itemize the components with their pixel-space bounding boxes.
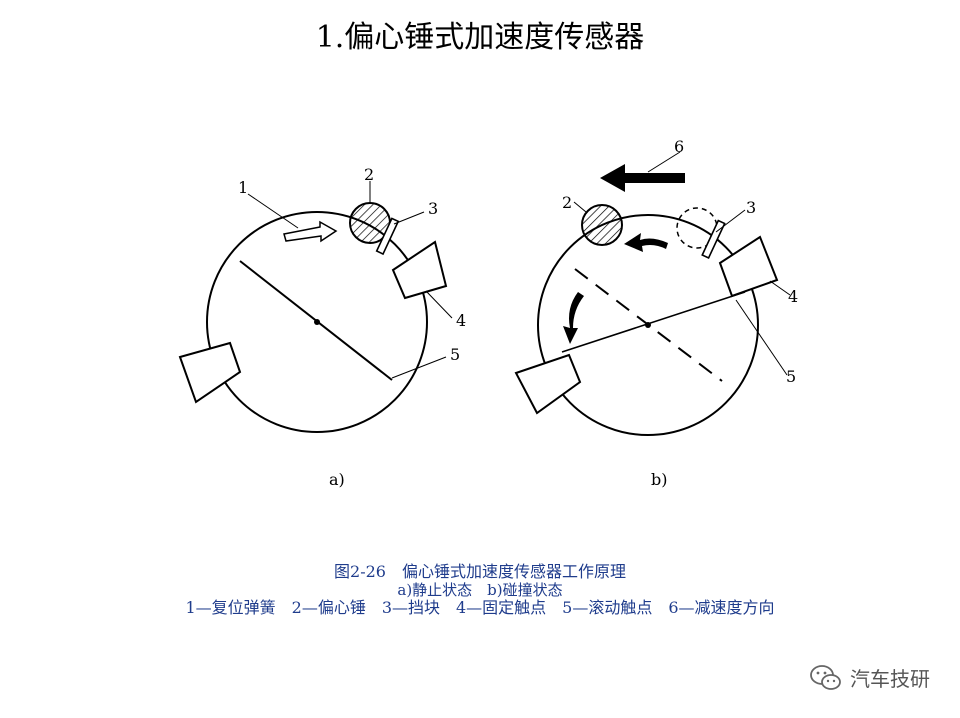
fixed-contact-lower-a <box>178 341 242 404</box>
center-pivot-b <box>645 322 651 328</box>
eccentric-hammer-b <box>581 204 623 246</box>
page-title: 1.偏心锤式加速度传感器 <box>315 20 645 55</box>
watermark: 汽车技研 <box>810 663 930 692</box>
label-b-5: 5 <box>786 367 796 386</box>
return-spring-arrow <box>283 220 338 243</box>
label-a-1: 1 <box>238 178 248 197</box>
fixed-contact-upper-a <box>391 240 448 300</box>
sensor-housing-b <box>537 214 759 436</box>
label-b-2: 2 <box>562 193 572 212</box>
stopper-b <box>701 219 726 259</box>
stopper-a <box>375 217 400 256</box>
fixed-contact-lower-b <box>514 353 582 415</box>
deceleration-arrow <box>600 164 685 192</box>
label-a-3: 3 <box>428 199 438 218</box>
center-pivot-a <box>314 319 320 325</box>
label-a-5: 5 <box>450 345 460 364</box>
label-a-4: 4 <box>456 311 466 330</box>
fixed-contact-upper-b <box>718 235 779 298</box>
diagram-b: 6 2 3 4 5 b) <box>514 137 798 489</box>
label-a-2: 2 <box>364 165 374 184</box>
rotation-arrow-left <box>563 292 584 344</box>
figure-caption-states: a)静止状态 b)碰撞状态 <box>397 581 563 599</box>
sublabel-a: a) <box>329 470 345 489</box>
sensor-housing-a <box>206 211 428 433</box>
label-b-6: 6 <box>674 137 684 156</box>
rolling-contact-b <box>561 291 746 353</box>
label-b-3: 3 <box>746 198 756 217</box>
figure-caption-title: 图2-26 偏心锤式加速度传感器工作原理 <box>334 562 626 581</box>
wechat-icon <box>810 664 841 690</box>
rotation-arrow-upper <box>624 233 668 252</box>
diagram-a: 1 2 3 4 5 a) <box>178 165 466 489</box>
watermark-text: 汽车技研 <box>850 667 930 691</box>
sublabel-b: b) <box>651 470 667 489</box>
figure-caption-legend: 1—复位弹簧 2—偏心锤 3—挡块 4—固定触点 5—滚动触点 6—减速度方向 <box>185 598 775 617</box>
label-b-4: 4 <box>788 287 798 306</box>
